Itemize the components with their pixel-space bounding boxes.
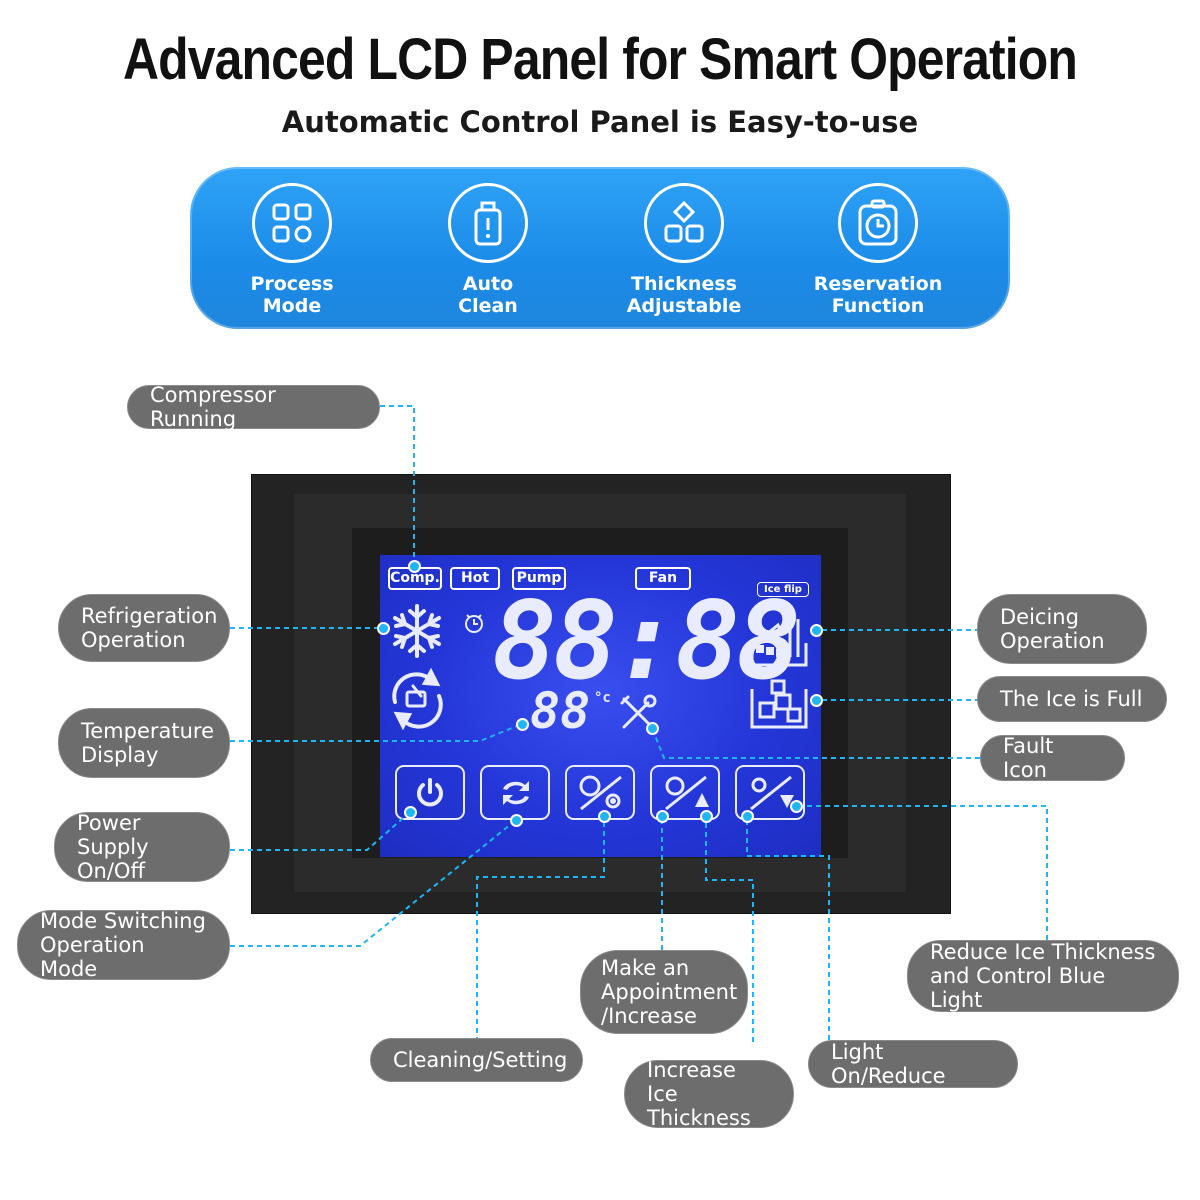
fault-icon — [620, 694, 657, 729]
refrigeration-marker — [377, 622, 390, 635]
mode-marker — [510, 814, 523, 827]
page-title: Advanced LCD Panel for Smart Operation — [122, 27, 1078, 92]
grid-icon — [252, 183, 332, 263]
appointment-marker — [656, 810, 669, 823]
callout-text: Refrigeration — [81, 604, 218, 628]
pump-indicator: Pump — [512, 567, 566, 590]
feature-label: Reservation — [813, 273, 943, 295]
light-down-icon — [750, 775, 794, 811]
callout-text: Temperature — [81, 719, 215, 743]
callout-text: Operation — [1000, 629, 1105, 653]
clock-display: 88:88 — [492, 579, 801, 704]
callout-text: Light On/Reduce — [831, 1040, 946, 1088]
power-button[interactable] — [395, 765, 465, 820]
callout-text: Mode Switching — [40, 909, 206, 933]
callout-ice-full: The Ice is Full — [977, 676, 1167, 722]
temperature-marker — [516, 718, 529, 731]
callout-text: /Increase — [601, 1004, 697, 1028]
callout-text: Operation — [81, 628, 186, 652]
callout-light: Light On/Reduce — [808, 1040, 1018, 1088]
appointment-increase-button[interactable] — [650, 765, 720, 820]
cleaning-setting-button[interactable] — [565, 765, 635, 820]
callout-text: Thickness — [647, 1106, 751, 1130]
callout-text: Deicing — [1000, 605, 1079, 629]
ice-full-icon — [750, 679, 808, 729]
callout-text: Display — [81, 743, 159, 767]
reduce-marker — [790, 800, 803, 813]
callout-text: Compressor Running — [150, 383, 276, 431]
callout-text: On/Off — [77, 859, 145, 883]
clean-gear-icon — [579, 775, 622, 811]
feature-label: Adjustable — [626, 295, 742, 317]
power-icon — [417, 778, 443, 807]
ice-flip-indicator: Ice flip — [757, 582, 809, 597]
alarm-icon — [465, 614, 483, 633]
callout-text: Make an — [601, 956, 690, 980]
alarm-up-icon — [665, 775, 709, 811]
feature-label: Mode — [262, 295, 322, 317]
callout-cleaning: Cleaning/Setting — [370, 1038, 583, 1082]
callout-text: Power Supply — [77, 811, 149, 859]
temperature-display: 88 — [530, 682, 591, 740]
callout-text: Increase Ice — [647, 1058, 736, 1106]
callout-text: Cleaning/Setting — [393, 1048, 568, 1072]
temperature-unit: °c — [594, 690, 611, 706]
callout-text: Reduce Ice Thickness — [930, 940, 1156, 964]
callout-text: and Control Blue Light — [930, 964, 1106, 1012]
compressor-marker — [408, 560, 421, 573]
increase-marker — [700, 810, 713, 823]
ice-full-marker — [810, 694, 823, 707]
callout-text: The Ice is Full — [1000, 687, 1143, 711]
deicing-marker — [810, 624, 823, 637]
clean-cycle-icon — [392, 668, 443, 730]
cleaning-marker — [598, 810, 611, 823]
callout-text: Fault Icon — [1003, 734, 1054, 782]
timer-icon — [838, 183, 918, 263]
callout-text: Operation Mode — [40, 933, 145, 981]
feature-label: Process — [250, 273, 334, 295]
page-subtitle: Automatic Control Panel is Easy-to-use — [281, 105, 919, 139]
swap-icon — [503, 781, 529, 805]
power-marker — [404, 806, 417, 819]
snowflake-icon — [393, 604, 441, 658]
fault-marker — [646, 722, 659, 735]
feature-label: Auto — [462, 273, 514, 295]
clean-icon — [448, 183, 528, 263]
lcd-screen: Comp. Hot Pump Fan Ice flip 88:88 88 °c — [380, 555, 821, 857]
feature-label: Thickness — [631, 273, 737, 295]
feature-label: Function — [831, 295, 925, 317]
hot-indicator: Hot — [450, 567, 500, 590]
light-reduce-button[interactable] — [735, 765, 805, 820]
feature-label: Clean — [458, 295, 518, 317]
light-marker — [741, 810, 754, 823]
callout-fault: Fault Icon — [980, 734, 1125, 782]
callout-text: Appointment — [601, 980, 738, 1004]
callout-compressor: Compressor Running — [127, 383, 380, 431]
deicing-icon — [750, 619, 808, 667]
fan-indicator: Fan — [635, 567, 691, 590]
ice-cubes-icon — [644, 183, 724, 263]
